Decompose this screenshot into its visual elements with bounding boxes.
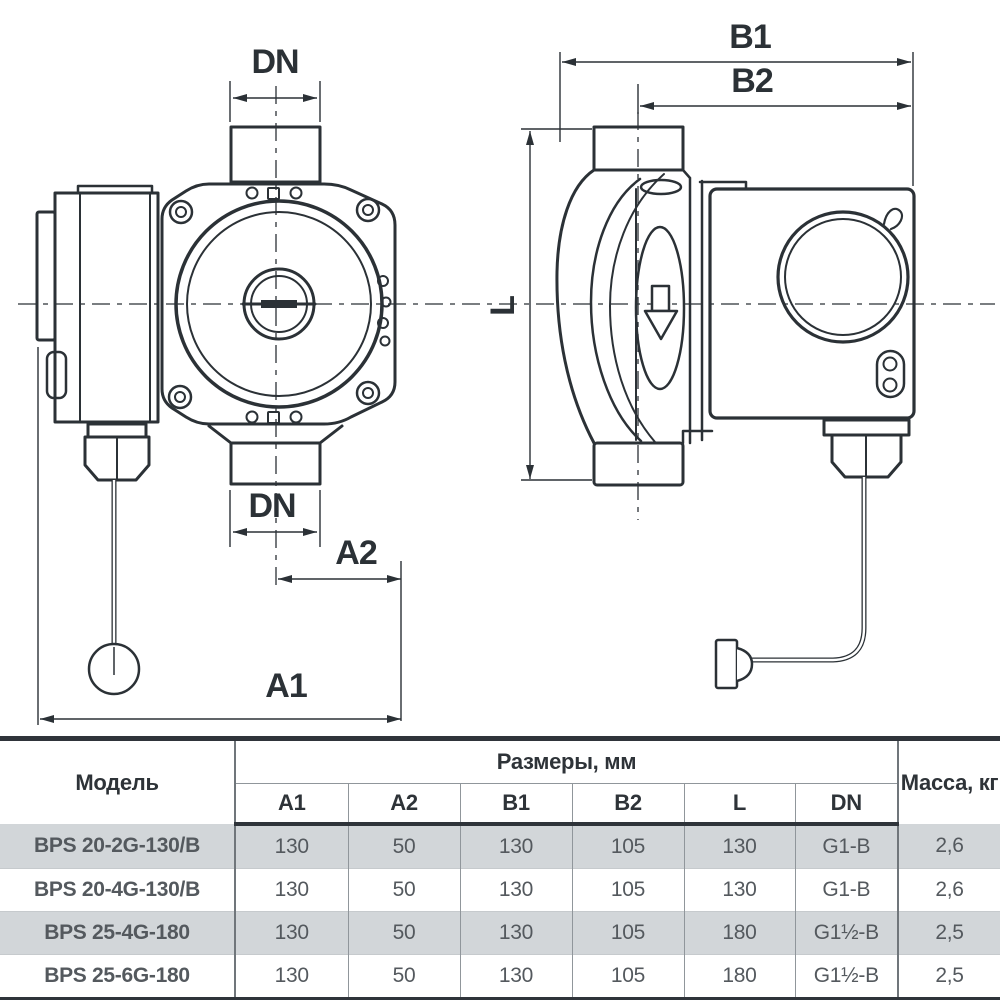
- dim-label-l: L: [484, 296, 522, 316]
- cable-gland-side: [822, 418, 911, 479]
- a1-cell: 130: [234, 954, 348, 1000]
- b1-cell: 130: [459, 954, 572, 1000]
- pump-body-outline: [160, 182, 397, 426]
- a2-cell: 50: [347, 868, 460, 912]
- a1-cell: 130: [234, 911, 348, 955]
- l-cell: 130: [683, 868, 795, 912]
- mass-cell: 2,6: [897, 824, 1000, 869]
- drawing-svg: DN DN A2 A1 B1 B2 L: [18, 18, 995, 725]
- side-pipe-top: [592, 125, 685, 172]
- a1-cell: 130: [234, 824, 348, 869]
- sensor-cable-front: [87, 480, 141, 696]
- a2-cell: 50: [347, 824, 460, 869]
- foot-step: [681, 429, 714, 445]
- dim-label-a1: A1: [265, 667, 307, 705]
- volute-outline: [555, 168, 596, 445]
- col-header-a2: A2: [347, 783, 460, 826]
- a2-cell: 50: [347, 954, 460, 1000]
- col-header-mass: Масса, кг: [897, 738, 1000, 824]
- side-pipe-bottom: [592, 441, 685, 487]
- motor-housing: [708, 187, 916, 420]
- table-row: BPS 25-6G-180 130 50 130 105 180 G1½-B 2…: [0, 954, 1000, 1000]
- dimension-annotations: DN DN A2 A1 B1 B2 L: [37, 18, 914, 725]
- model-cell: BPS 20-4G-130/B: [0, 868, 235, 912]
- l-cell: 130: [683, 824, 795, 869]
- dim-label-b1: B1: [729, 18, 771, 56]
- pump-technical-drawing: DN DN A2 A1 B1 B2 L: [18, 18, 995, 725]
- screw-slot-bar: [261, 300, 297, 308]
- side-view-drawing: [555, 125, 916, 487]
- b2-cell: 105: [571, 824, 684, 869]
- col-header-model: Модель: [75, 769, 159, 795]
- dim-label-dn-bottom: DN: [248, 487, 295, 525]
- a2-cell: 50: [347, 911, 460, 955]
- bolt-icons: [167, 197, 381, 410]
- dim-label-b2: B2: [731, 62, 773, 100]
- dimensions-table: Модель Размеры, мм Масса, кг A1 A2 B1 B2…: [0, 736, 1000, 1000]
- nameplate-circle-outer: [776, 210, 910, 344]
- vent-holes: [245, 186, 303, 424]
- col-header-dimensions-group: Размеры, мм: [233, 738, 899, 784]
- b2-cell: 105: [571, 954, 684, 1000]
- dimension-arrowheads: [40, 58, 911, 723]
- model-cell: BPS 25-4G-180: [0, 911, 235, 955]
- col-header-l: L: [683, 783, 795, 826]
- pipe-flares: [207, 424, 344, 445]
- flow-ellipse: [634, 225, 686, 391]
- inlet-pipe-top: [229, 125, 322, 184]
- housing-step: [698, 180, 748, 191]
- flow-direction-arrow-icon: [643, 284, 679, 341]
- plug-icon: [714, 638, 739, 690]
- dn-cell: G1-B: [794, 824, 899, 869]
- screw-plate: [875, 349, 906, 399]
- b1-cell: 130: [459, 911, 572, 955]
- col-header-dn: DN: [794, 783, 899, 826]
- model-cell: BPS 25-6G-180: [0, 954, 235, 1000]
- dn-cell: G1½-B: [794, 954, 899, 1000]
- dn-cell: G1-B: [794, 868, 899, 912]
- dimension-lines: [37, 52, 914, 725]
- table-row: BPS 20-4G-130/B 130 50 130 105 130 G1-B …: [0, 868, 1000, 912]
- a1-cell: 130: [234, 868, 348, 912]
- b1-cell: 130: [459, 868, 572, 912]
- mass-cell: 2,5: [897, 954, 1000, 1000]
- model-cell: BPS 20-2G-130/B: [0, 824, 235, 869]
- circle-notch: [882, 207, 904, 231]
- mass-cell: 2,6: [897, 868, 1000, 912]
- flange-lines: [681, 168, 704, 445]
- mass-cell: 2,5: [897, 911, 1000, 955]
- dim-label-dn-top: DN: [251, 43, 298, 81]
- cable-gland-front: [83, 422, 151, 482]
- dim-label-a2: A2: [335, 534, 377, 572]
- weld-lens: [639, 178, 683, 196]
- center-lines: [18, 86, 995, 586]
- b2-cell: 105: [571, 911, 684, 955]
- power-cable-side: [714, 477, 867, 690]
- b2-cell: 105: [571, 868, 684, 912]
- outlet-pipe-bottom: [229, 441, 322, 486]
- col-header-b1: B1: [459, 783, 572, 826]
- front-view-drawing: [35, 125, 397, 486]
- col-header-a1: A1: [234, 783, 348, 826]
- dn-cell: G1½-B: [794, 911, 899, 955]
- col-header-b2: B2: [571, 783, 684, 826]
- pump-face-circle: [186, 211, 372, 397]
- b1-cell: 130: [459, 824, 572, 869]
- nameplate-circle-inner: [784, 218, 902, 336]
- l-cell: 180: [683, 954, 795, 1000]
- terminal-box: [35, 184, 160, 424]
- table-row: BPS 20-2G-130/B 130 50 130 105 130 G1-B …: [0, 824, 1000, 869]
- l-cell: 180: [683, 911, 795, 955]
- volute-curve-1: [589, 177, 643, 443]
- side-holes: [377, 275, 392, 347]
- table-row: BPS 25-4G-180 130 50 130 105 180 G1½-B 2…: [0, 911, 1000, 955]
